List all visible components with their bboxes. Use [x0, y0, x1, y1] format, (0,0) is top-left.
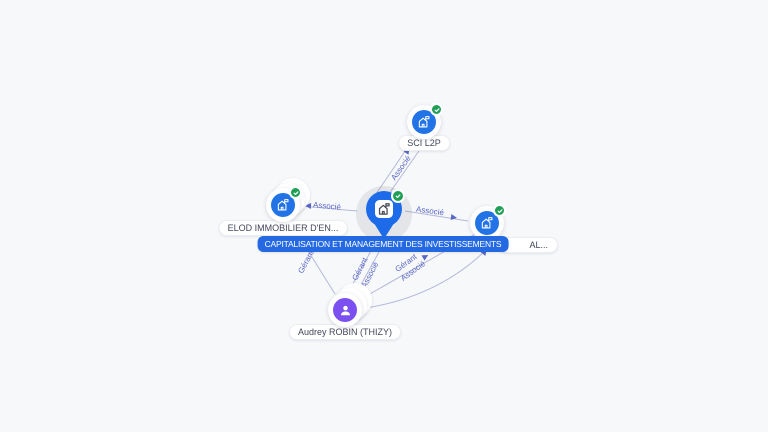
node-sci-l2p[interactable]	[407, 103, 443, 139]
edge-capman-right	[404, 210, 469, 222]
arrowhead	[450, 214, 457, 220]
verified-check-icon	[289, 186, 302, 199]
edge-audrey-right-curve	[365, 247, 489, 309]
edge-capman-sci-b	[385, 147, 422, 199]
node-label-elod[interactable]: ELOD IMMOBILIER D'EN...	[218, 220, 348, 236]
verified-check-icon	[430, 103, 443, 116]
node-audrey-robin[interactable]	[328, 283, 372, 327]
arrowhead	[305, 203, 312, 209]
node-label-right-company[interactable]: AL...	[498, 237, 558, 253]
company-building-icon	[481, 217, 493, 229]
company-building-icon	[277, 199, 289, 211]
arrowhead	[421, 255, 429, 261]
company-building-icon	[378, 203, 390, 215]
verified-check-icon	[493, 204, 506, 217]
person-icon	[340, 305, 350, 315]
verified-check-icon	[391, 189, 405, 203]
company-building-icon	[418, 116, 430, 128]
node-right-company[interactable]	[470, 204, 506, 240]
node-elod[interactable]	[266, 178, 310, 222]
node-label-capman-selected[interactable]: CAPITALISATION ET MANAGEMENT DES INVESTI…	[257, 236, 509, 252]
